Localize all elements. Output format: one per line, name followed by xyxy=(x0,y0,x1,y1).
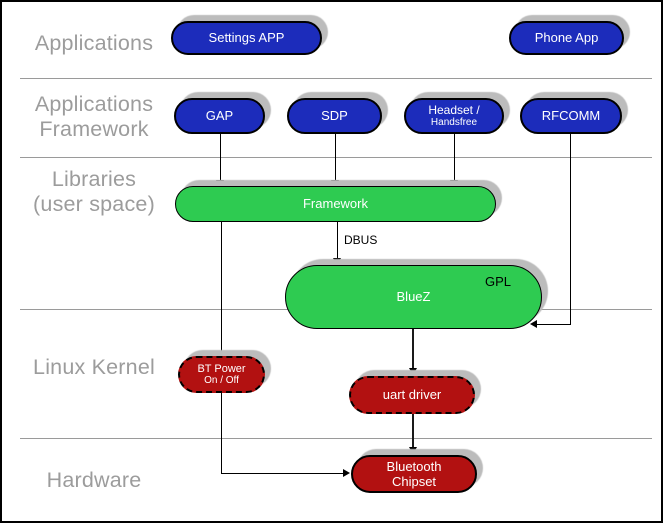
node-label: Settings APP xyxy=(208,29,285,45)
node-uart-driver: uart driver xyxy=(349,376,475,414)
arrowhead-dbus-bluez xyxy=(333,258,341,265)
node-label: Chipset xyxy=(391,474,437,489)
arrowhead-headset-framework xyxy=(450,180,458,187)
divider-applications-framework xyxy=(20,78,652,79)
arrowhead-rfcomm-bluez xyxy=(530,320,537,328)
layer-label-applications-framework: Applications Framework xyxy=(10,92,178,142)
arrowhead-into-chipset-left xyxy=(343,469,350,477)
layer-label-text: Applications xyxy=(34,92,154,116)
node-bluez: BlueZ GPL xyxy=(285,265,542,329)
edge-headset-to-framework xyxy=(454,134,455,180)
arrowhead-gap-framework xyxy=(216,180,224,187)
node-sdp: SDP xyxy=(287,98,382,134)
node-bt-power-on-off: BT Power On / Off xyxy=(178,356,265,393)
arrowhead-sdp-framework xyxy=(331,180,339,187)
edge-framework-to-chipset-horizontal xyxy=(221,473,343,474)
edge-framework-to-chipset-vertical xyxy=(221,222,222,474)
node-label: Framework xyxy=(302,195,368,211)
node-label: RFCOMM xyxy=(541,107,601,123)
node-settings-app: Settings APP xyxy=(171,21,322,55)
layer-label-text: Applications xyxy=(34,31,154,55)
edge-rfcomm-horizontal xyxy=(536,324,571,325)
layer-label-text: Linux Kernel xyxy=(33,355,155,379)
edge-uart-to-chipset xyxy=(412,414,414,448)
divider-kernel-hardware xyxy=(20,438,652,439)
arrowhead-bluez-uart xyxy=(409,368,417,375)
layer-label-text: Framework xyxy=(39,117,149,141)
edge-bluez-to-uart xyxy=(412,329,414,369)
edge-framework-to-bluez-dbus xyxy=(337,222,338,258)
node-label: Bluetooth xyxy=(386,459,442,474)
node-rfcomm: RFCOMM xyxy=(520,98,622,134)
node-label: uart driver xyxy=(382,386,442,402)
layer-label-linux-kernel: Linux Kernel xyxy=(10,355,178,380)
layer-label-libraries: Libraries (user space) xyxy=(10,167,178,217)
layer-label-text: (user space) xyxy=(33,192,155,216)
node-framework: Framework xyxy=(175,186,496,222)
divider-framework-libraries xyxy=(20,157,652,158)
gpl-license-tag: GPL xyxy=(484,274,511,289)
edge-rfcomm-vertical xyxy=(570,134,571,325)
node-label: Handsfree xyxy=(430,117,478,129)
node-label: Phone App xyxy=(534,29,599,45)
edge-gap-to-framework xyxy=(220,134,221,180)
node-bluetooth-chipset: Bluetooth Chipset xyxy=(351,455,477,493)
arrowhead-uart-chipset xyxy=(409,447,417,454)
layer-label-hardware: Hardware xyxy=(10,468,178,493)
node-gap: GAP xyxy=(174,98,265,134)
node-label: BT Power xyxy=(197,362,246,375)
layer-label-text: Libraries xyxy=(51,167,137,191)
edge-sdp-to-framework xyxy=(335,134,336,180)
node-label: BlueZ xyxy=(396,288,431,304)
node-phone-app: Phone App xyxy=(509,21,624,55)
node-label: Headset / xyxy=(428,102,480,117)
node-label: SDP xyxy=(321,107,348,123)
node-label: On / Off xyxy=(204,375,239,387)
edge-label-dbus: DBUS xyxy=(344,233,378,247)
node-label: GAP xyxy=(205,107,234,123)
layer-label-applications: Applications xyxy=(10,31,178,56)
layer-label-text: Hardware xyxy=(46,468,142,492)
node-headset-handsfree: Headset / Handsfree xyxy=(404,98,504,134)
